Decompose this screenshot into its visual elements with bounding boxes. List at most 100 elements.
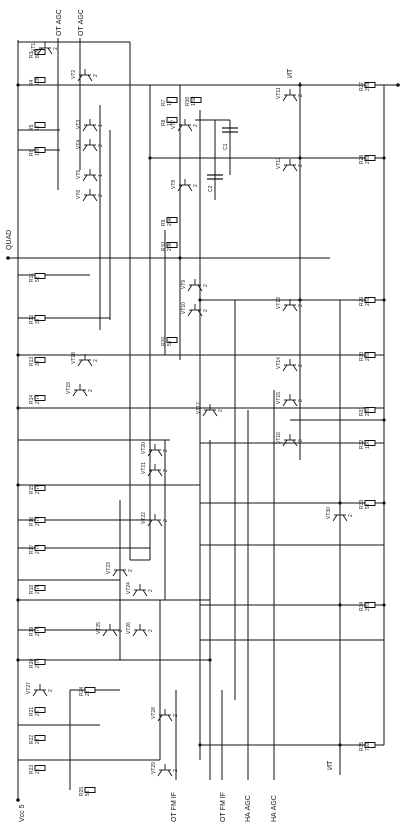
signal-na-agc-1: НА AGC [245, 795, 252, 822]
svg-text:2: 2 [163, 519, 169, 522]
svg-text:2: 2 [163, 449, 169, 452]
signal-ot-agc-2: ОТ AGC [78, 9, 85, 36]
svg-text:R9: R9 [161, 219, 167, 226]
transistor-q13: VT13 2 [276, 297, 304, 312]
svg-text:VT24: VT24 [126, 582, 132, 594]
signal-quad: QUAD [6, 230, 13, 250]
svg-text:220: 220 [365, 352, 371, 361]
svg-text:2: 2 [348, 514, 354, 517]
svg-text:VT13: VT13 [276, 297, 282, 309]
wiring [8, 38, 398, 800]
svg-text:2: 2 [193, 124, 199, 127]
svg-text:2: 2 [148, 629, 154, 632]
svg-text:R27: R27 [359, 82, 365, 91]
svg-text:2: 2 [128, 569, 134, 572]
svg-text:R33: R33 [359, 500, 365, 509]
svg-text:2: 2 [298, 304, 304, 307]
svg-text:VT7: VT7 [171, 120, 177, 129]
svg-text:2k: 2k [35, 768, 41, 774]
svg-text:2k: 2k [85, 690, 91, 696]
svg-text:1,3k: 1,3k [35, 76, 41, 86]
svg-text:VT25: VT25 [96, 622, 102, 634]
svg-text:220: 220 [365, 602, 371, 611]
svg-text:2: 2 [218, 409, 224, 412]
svg-text:R26: R26 [161, 337, 167, 346]
svg-text:VT17: VT17 [196, 402, 202, 414]
signal-vcc: Vcc 5 [19, 804, 26, 822]
svg-text:R36: R36 [185, 97, 191, 106]
svg-text:2,7k: 2,7k [35, 584, 41, 594]
svg-text:R17: R17 [29, 545, 35, 554]
svg-text:VT21: VT21 [141, 462, 147, 474]
svg-text:VT6: VT6 [76, 190, 82, 199]
svg-text:VT29: VT29 [151, 762, 157, 774]
svg-text:2: 2 [88, 389, 94, 392]
svg-text:1: 1 [98, 174, 104, 177]
svg-text:2,7k: 2,7k [35, 544, 41, 554]
svg-text:2: 2 [48, 689, 54, 692]
svg-text:2: 2 [163, 469, 169, 472]
svg-text:5k: 5k [167, 340, 173, 346]
svg-text:C1: C1 [223, 143, 229, 150]
svg-text:220: 220 [365, 407, 371, 416]
svg-text:R12: R12 [29, 315, 35, 324]
svg-text:R19: R19 [29, 627, 35, 636]
svg-text:R21: R21 [29, 707, 35, 716]
capacitor-c1: C1 [222, 127, 238, 150]
svg-text:VT26: VT26 [126, 622, 132, 634]
svg-text:R4: R4 [29, 79, 35, 86]
signal-na-agc-2: НА AGC [271, 795, 278, 822]
svg-text:2,7k: 2,7k [35, 626, 41, 636]
svg-text:1k: 1k [35, 125, 41, 131]
svg-text:3k: 3k [35, 318, 41, 324]
svg-text:2: 2 [118, 629, 124, 632]
svg-text:VT19: VT19 [66, 382, 72, 394]
svg-text:R7: R7 [161, 99, 167, 106]
svg-text:220: 220 [365, 82, 371, 91]
svg-text:VT16: VT16 [276, 432, 282, 444]
svg-text:1k: 1k [167, 100, 173, 106]
svg-text:2: 2 [53, 47, 59, 50]
svg-text:R8: R8 [161, 119, 167, 126]
transistor-q3: VT3 1 [76, 119, 104, 132]
svg-text:VT8: VT8 [171, 180, 177, 189]
svg-text:1: 1 [98, 124, 104, 127]
svg-text:R18: R18 [29, 585, 35, 594]
svg-text:VT3: VT3 [76, 120, 82, 129]
svg-text:VT27: VT27 [26, 682, 32, 694]
signal-ot-fm-if-2: ОТ FM IF [220, 792, 227, 822]
svg-text:2: 2 [298, 399, 304, 402]
transistor-q27: VT27 2 [26, 682, 54, 697]
svg-text:12k: 12k [35, 147, 41, 156]
svg-text:VT12: VT12 [276, 157, 282, 169]
svg-text:R23: R23 [29, 765, 35, 774]
